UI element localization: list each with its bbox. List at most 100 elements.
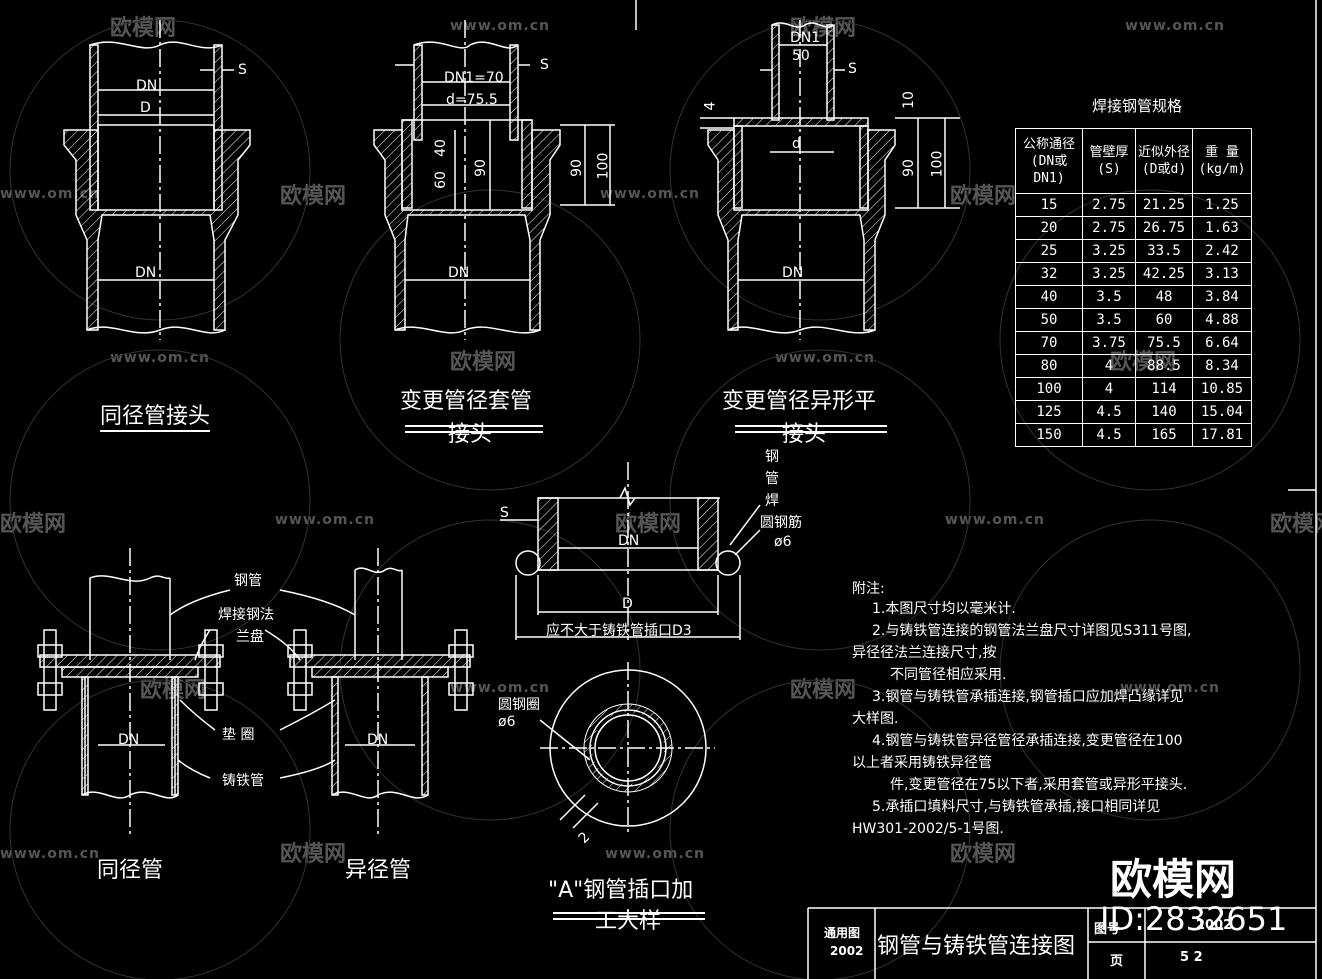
- corner-id: ID:2832651: [1100, 900, 1288, 938]
- fig3-dn1-label: DN1: [790, 30, 821, 46]
- flange-cast-iron-label: 铸铁管: [222, 773, 264, 789]
- notes-line: 大样图.: [852, 711, 899, 727]
- fig2-dim-100: 100: [595, 152, 612, 180]
- notes-line: 不同管径相应采用.: [890, 667, 1007, 683]
- table-cell: 4.88: [1192, 308, 1252, 332]
- notes-line: 4.钢管与铸铁管异径管径承插连接,变更管径在100: [872, 733, 1183, 749]
- notes-line: 3.钢管与铸铁管承插连接,钢管插口应加焊凸缘详见: [872, 689, 1184, 705]
- fig1-s-label: S: [238, 62, 247, 78]
- pipe-spec-table: 公称通径(DN或DN1) 管壁厚(S) 近似外径(D或d) 重 量(kg/m) …: [1015, 128, 1252, 447]
- flange-caption-right: 异径管: [345, 858, 412, 883]
- notes-heading: 附注:: [852, 581, 885, 597]
- fig2-dn1-label: DN1=70: [444, 70, 504, 86]
- table-cell: 3.13: [1192, 262, 1252, 286]
- detail-caption-line1: "A"钢管插口加: [548, 878, 694, 903]
- titleblock-cell-2: 2002: [830, 944, 864, 958]
- table-cell: 3.25: [1082, 262, 1136, 286]
- detail-weld-1: 钢: [765, 449, 779, 465]
- table-cell: 150: [1015, 423, 1083, 447]
- table-header-cell: 重 量(kg/m): [1192, 128, 1252, 194]
- watermark-url: www.om.cn: [450, 680, 551, 696]
- table-header-row: 公称通径(DN或DN1) 管壁厚(S) 近似外径(D或d) 重 量(kg/m): [1015, 128, 1252, 194]
- detail-a-ring: [539, 662, 715, 835]
- watermark-brand: 欧模网: [280, 842, 347, 867]
- flange-same-diameter: [37, 548, 224, 835]
- table-title: 焊接钢管规格: [1092, 97, 1183, 115]
- table-cell: 20: [1015, 216, 1083, 240]
- titleblock-title: 钢管与铸铁管连接图: [877, 934, 1076, 959]
- table-cell: 114: [1135, 377, 1193, 401]
- watermark-brand: 欧模网: [615, 512, 682, 537]
- fig2-dim-90b: 90: [568, 159, 585, 177]
- detail-note-label: 应不大于铸铁管插口D3: [546, 623, 692, 639]
- table-cell: 15: [1015, 193, 1083, 217]
- watermark-url: www.om.cn: [605, 846, 706, 862]
- flange-caption-left: 同径管: [97, 858, 164, 883]
- flange-reduced-diameter: [169, 548, 474, 835]
- fig3-caption-underline: [735, 425, 887, 433]
- fig2-dim-90a: 90: [472, 159, 489, 177]
- table-cell: 165: [1135, 423, 1193, 447]
- fig3-dim-10: 10: [900, 91, 917, 109]
- watermark-url: www.om.cn: [1125, 18, 1226, 34]
- table-cell: 6.64: [1192, 331, 1252, 355]
- table-cell: 33.5: [1135, 239, 1193, 263]
- table-cell: 88.5: [1135, 354, 1193, 378]
- fig2-dn-bottom-label: DN: [448, 265, 470, 281]
- notes-line: 异径径法兰连接尺寸,按: [852, 645, 997, 661]
- table-cell: 32: [1015, 262, 1083, 286]
- table-cell: 15.04: [1192, 400, 1252, 424]
- table-cell: 70: [1015, 331, 1083, 355]
- watermark-brand: 欧模网: [950, 184, 1017, 209]
- table-cell: 48: [1135, 285, 1193, 309]
- detail-caption-underline: [553, 912, 705, 920]
- fig3-dim-100: 100: [929, 150, 946, 178]
- table-header-cell: 近似外径(D或d): [1135, 128, 1193, 194]
- detail-a-section: [500, 462, 761, 640]
- fig3-dn1-value: 50: [792, 48, 810, 64]
- watermark-url: www.om.cn: [450, 18, 551, 34]
- table-header-cell: 公称通径(DN或DN1): [1015, 128, 1083, 194]
- watermark-url: www.om.cn: [775, 350, 876, 366]
- table-cell: 4: [1082, 377, 1136, 401]
- table-cell: 80: [1015, 354, 1083, 378]
- flange-welded-label-1: 焊接钢法: [218, 607, 274, 623]
- fig2-dim-60: 60: [432, 171, 449, 189]
- table-cell: 3.5: [1082, 308, 1136, 332]
- watermark-brand: 欧模网: [1270, 512, 1322, 537]
- fig2-caption-line1: 变更管径套管: [400, 389, 533, 414]
- notes-line: 件,变更管径在75以下者,采用套管或异形平接头.: [890, 777, 1188, 793]
- notes-line: 1.本图尺寸均以毫米计.: [872, 601, 1016, 617]
- notes-line: 2.与铸铁管连接的钢管法兰盘尺寸详图见S311号图,: [872, 623, 1192, 639]
- fig3-s-label: S: [848, 61, 857, 77]
- flange-steel-pipe-label: 钢管: [234, 573, 262, 589]
- corner-brand: 欧模网: [1110, 855, 1237, 904]
- watermark-url: www.om.cn: [110, 350, 211, 366]
- fig1-dn-bottom-label: DN: [135, 265, 157, 281]
- table-cell: 60: [1135, 308, 1193, 332]
- watermark-brand: 欧模网: [450, 350, 517, 375]
- fig3-caption-line1: 变更管径异形平: [722, 389, 877, 414]
- notes-line: 以上者采用铸铁异径管: [852, 755, 992, 771]
- table-cell: 17.81: [1192, 423, 1252, 447]
- table-cell: 4.5: [1082, 423, 1136, 447]
- fig2-caption-underline: [405, 425, 543, 433]
- table-cell: 1.25: [1192, 193, 1252, 217]
- table-cell: 50: [1015, 308, 1083, 332]
- table-cell: 10.85: [1192, 377, 1252, 401]
- fig3-reducer-special-joint: [700, 20, 960, 340]
- watermark-url: www.om.cn: [275, 512, 376, 528]
- detail-ring-label-2: ø6: [498, 714, 516, 730]
- table-cell: 2.75: [1082, 216, 1136, 240]
- table-cell: 3.75: [1082, 331, 1136, 355]
- titleblock-ye-value: 5 2: [1180, 950, 1203, 965]
- fig3-dim-4: 4: [702, 101, 719, 111]
- titleblock-cell-1: 通用图: [824, 926, 861, 940]
